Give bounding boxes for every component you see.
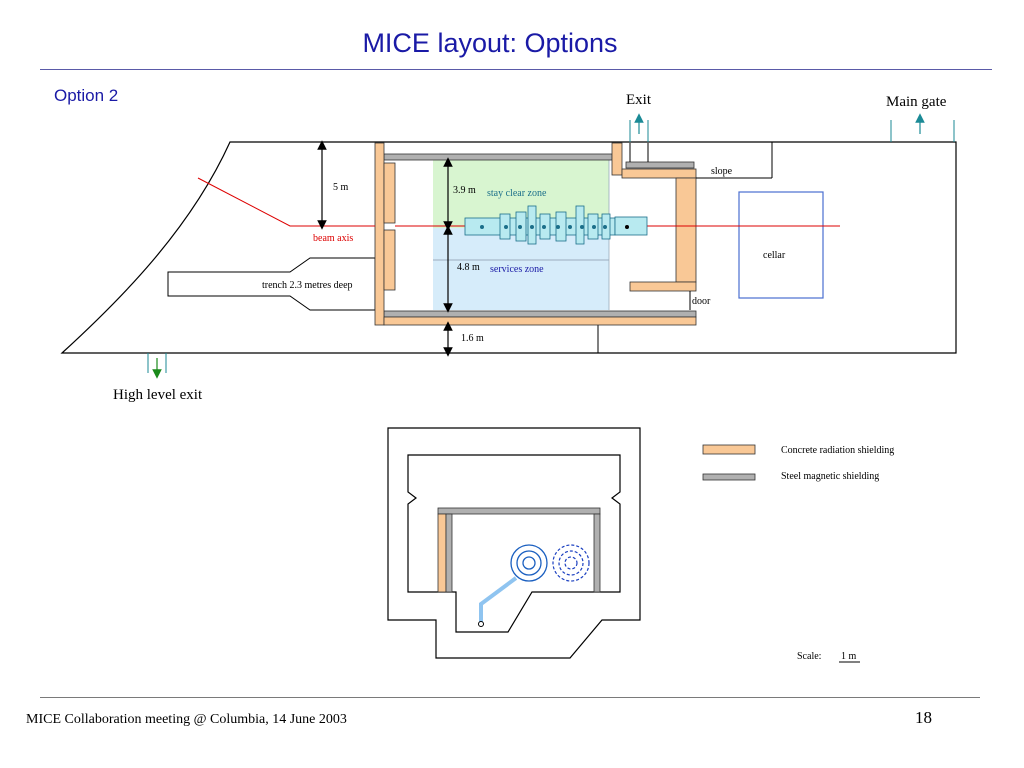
option-subtitle: Option 2 (54, 86, 119, 105)
beam-axis-line (197, 177, 375, 227)
concrete-bottom (383, 316, 697, 326)
scale-label: Scale: (797, 651, 821, 662)
concrete-wall-left-inner-bottom (383, 229, 396, 291)
section-steel-right (593, 513, 601, 593)
cellar-box (738, 191, 824, 299)
legend-concrete-swatch (702, 444, 756, 455)
stay-clear-zone-label: stay clear zone (487, 188, 547, 199)
page-number: 18 (915, 708, 932, 727)
section-outer-outline (387, 427, 641, 659)
dimension-16m-label: 1.6 m (461, 333, 484, 344)
services-zone-label: services zone (490, 264, 544, 275)
legend-concrete-label: Concrete radiation shielding (781, 445, 894, 456)
steel-shield-bottom (383, 310, 697, 318)
dimension-48m-label: 4.8 m (457, 262, 480, 273)
section-steel-left (445, 513, 453, 593)
exit-label: Exit (626, 92, 652, 108)
dimension-39m-label: 3.9 m (453, 185, 476, 196)
title-divider (40, 69, 992, 70)
section-steel-top (437, 507, 601, 515)
door-label: door (692, 296, 711, 307)
dimension-5m-label: 5 m (333, 182, 349, 193)
concrete-top-right-post (611, 142, 623, 176)
section-service-pipe (479, 576, 518, 622)
footer-text: MICE Collaboration meeting @ Columbia, 1… (26, 712, 347, 727)
legend-steel-label: Steel magnetic shielding (781, 471, 879, 482)
concrete-right-wall (675, 177, 697, 283)
beam-axis-label: beam axis (313, 233, 353, 244)
legend-steel-swatch (702, 473, 756, 481)
concrete-right-top (621, 168, 697, 179)
concrete-wall-left-inner-top (383, 162, 396, 224)
trench-label: trench 2.3 metres deep (262, 280, 353, 291)
section-inner-outline (407, 454, 621, 633)
slope-label: slope (711, 166, 733, 177)
section-pipe-end (478, 621, 484, 627)
steel-shield-top-right (625, 161, 695, 169)
footer-divider (40, 697, 980, 698)
steel-shield-top (383, 153, 613, 161)
concrete-wall-left (374, 142, 385, 326)
section-magnet-coils (510, 544, 590, 582)
high-level-exit-label: High level exit (113, 387, 203, 403)
scale-value: 1 m (841, 651, 857, 662)
concrete-right-bottom (629, 281, 697, 292)
beamline (464, 205, 648, 245)
cellar-label: cellar (763, 250, 786, 261)
main-gate-label: Main gate (886, 94, 947, 110)
section-concrete-left (437, 513, 447, 593)
hall-outline (60, 141, 957, 354)
slide-title: MICE layout: Options (362, 28, 618, 58)
